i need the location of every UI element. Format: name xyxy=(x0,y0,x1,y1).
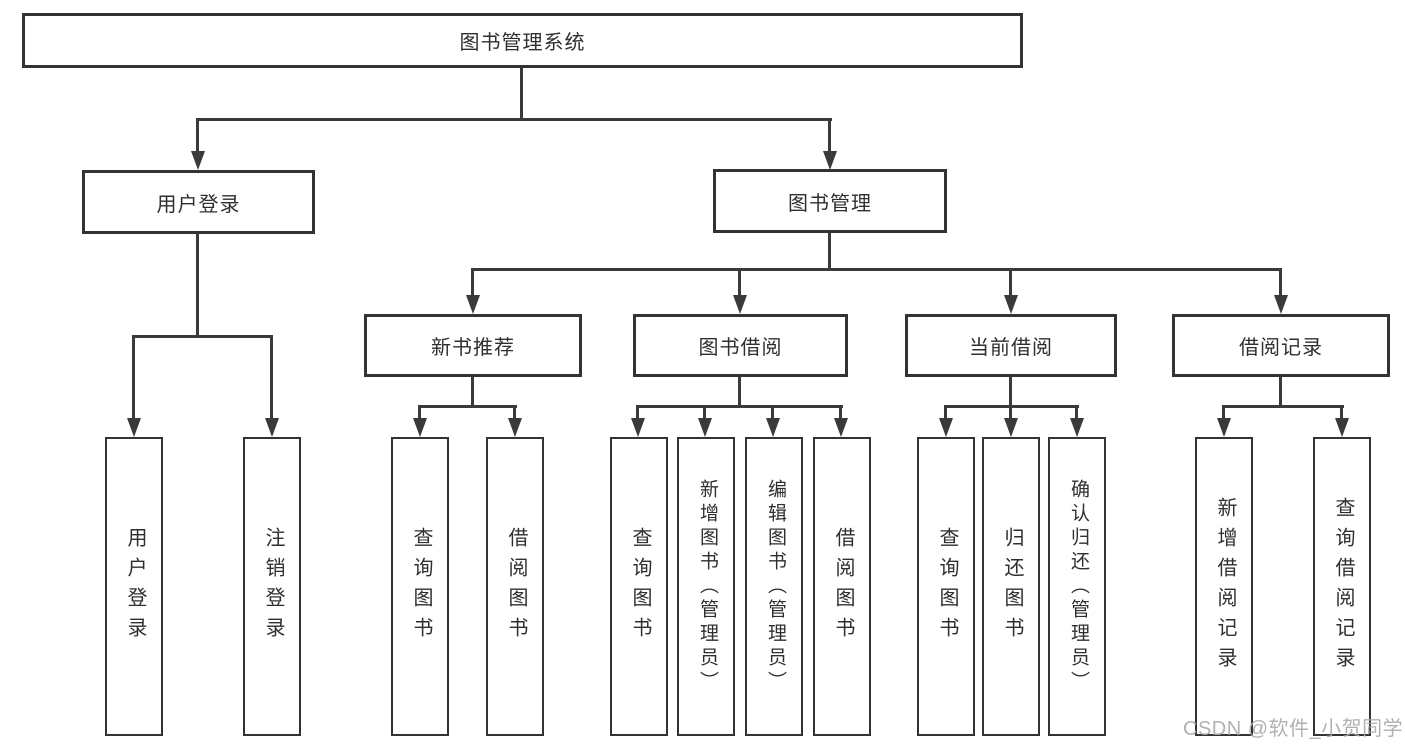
node-new-book-recommend: 新书推荐 xyxy=(364,314,582,377)
connector-newbook-stem xyxy=(471,377,474,408)
node-book-management: 图书管理 xyxy=(713,169,947,233)
connector-drop-login-leaf xyxy=(132,335,135,419)
leaf-borrow-books-recommend: 借阅图书 xyxy=(486,437,544,736)
connector-borrow-stem xyxy=(738,377,741,408)
arrowhead-leaf xyxy=(766,418,780,437)
connector-drop-book-borrow xyxy=(738,268,741,297)
connector-drop-leaf xyxy=(1009,405,1012,420)
connector-drop-leaf xyxy=(636,405,639,420)
arrowhead-book-borrow xyxy=(733,295,747,314)
connector-mgmt-branch xyxy=(471,268,1282,271)
connector-drop-book-management xyxy=(828,118,831,152)
node-user-login: 用户登录 xyxy=(82,170,315,234)
arrowhead-logout-leaf xyxy=(265,418,279,437)
leaf-add-borrow-record: 新增借阅记录 xyxy=(1195,437,1253,736)
connector-mgmt-stem xyxy=(828,233,831,271)
connector-drop-borrow-records xyxy=(1279,268,1282,297)
node-library-management-system: 图书管理系统 xyxy=(22,13,1023,68)
leaf-user-login: 用户登录 xyxy=(105,437,163,736)
node-current-borrow: 当前借阅 xyxy=(905,314,1117,377)
connector-drop-logout-leaf xyxy=(270,335,273,419)
leaf-query-books-current: 查询图书 xyxy=(917,437,975,736)
arrowhead-leaf xyxy=(413,418,427,437)
connector-drop-leaf xyxy=(1340,405,1343,420)
connector-records-branch xyxy=(1222,405,1344,408)
connector-drop-new-book xyxy=(471,268,474,297)
connector-drop-leaf xyxy=(1075,405,1078,420)
connector-newbook-branch xyxy=(418,405,517,408)
arrowhead-leaf xyxy=(939,418,953,437)
leaf-query-books-recommend: 查询图书 xyxy=(391,437,449,736)
connector-drop-current-borrow xyxy=(1009,268,1012,297)
connector-records-stem xyxy=(1279,377,1282,408)
arrowhead-leaf xyxy=(1335,418,1349,437)
connector-borrow-branch xyxy=(636,405,843,408)
connector-drop-leaf xyxy=(839,405,842,420)
arrowhead-user-login xyxy=(191,151,205,170)
connector-login-branch xyxy=(132,335,273,338)
connector-drop-leaf xyxy=(771,405,774,420)
arrowhead-leaf xyxy=(1004,418,1018,437)
arrowhead-login-leaf xyxy=(127,418,141,437)
leaf-borrow-books: 借阅图书 xyxy=(813,437,871,736)
leaf-logout: 注销登录 xyxy=(243,437,301,736)
leaf-confirm-return-admin: 确认归还（管理员） xyxy=(1048,437,1106,736)
connector-drop-leaf xyxy=(944,405,947,420)
connector-drop-leaf xyxy=(703,405,706,420)
leaf-add-book-admin: 新增图书（管理员） xyxy=(677,437,735,736)
connector-drop-leaf xyxy=(1222,405,1225,420)
arrowhead-leaf xyxy=(1070,418,1084,437)
arrowhead-leaf xyxy=(698,418,712,437)
arrowhead-borrow-records xyxy=(1274,295,1288,314)
arrowhead-leaf xyxy=(1217,418,1231,437)
connector-drop-leaf xyxy=(418,405,421,420)
arrowhead-leaf xyxy=(508,418,522,437)
connector-root-branch xyxy=(196,118,832,121)
leaf-query-borrow-record: 查询借阅记录 xyxy=(1313,437,1371,736)
connector-current-stem xyxy=(1009,377,1012,408)
leaf-edit-book-admin: 编辑图书（管理员） xyxy=(745,437,803,736)
csdn-watermark: CSDN @软件_小贺同学 xyxy=(1183,718,1404,740)
connector-drop-user-login xyxy=(196,118,199,152)
connector-drop-leaf xyxy=(513,405,516,420)
arrowhead-book-management xyxy=(823,151,837,170)
leaf-return-book: 归还图书 xyxy=(982,437,1040,736)
arrowhead-leaf xyxy=(631,418,645,437)
connector-login-stem xyxy=(196,234,199,335)
leaf-query-books-borrow: 查询图书 xyxy=(610,437,668,736)
connector-root-stem xyxy=(520,68,523,121)
node-book-borrow: 图书借阅 xyxy=(633,314,848,377)
node-borrow-records: 借阅记录 xyxy=(1172,314,1390,377)
arrowhead-current-borrow xyxy=(1004,295,1018,314)
arrowhead-new-book xyxy=(466,295,480,314)
arrowhead-leaf xyxy=(834,418,848,437)
